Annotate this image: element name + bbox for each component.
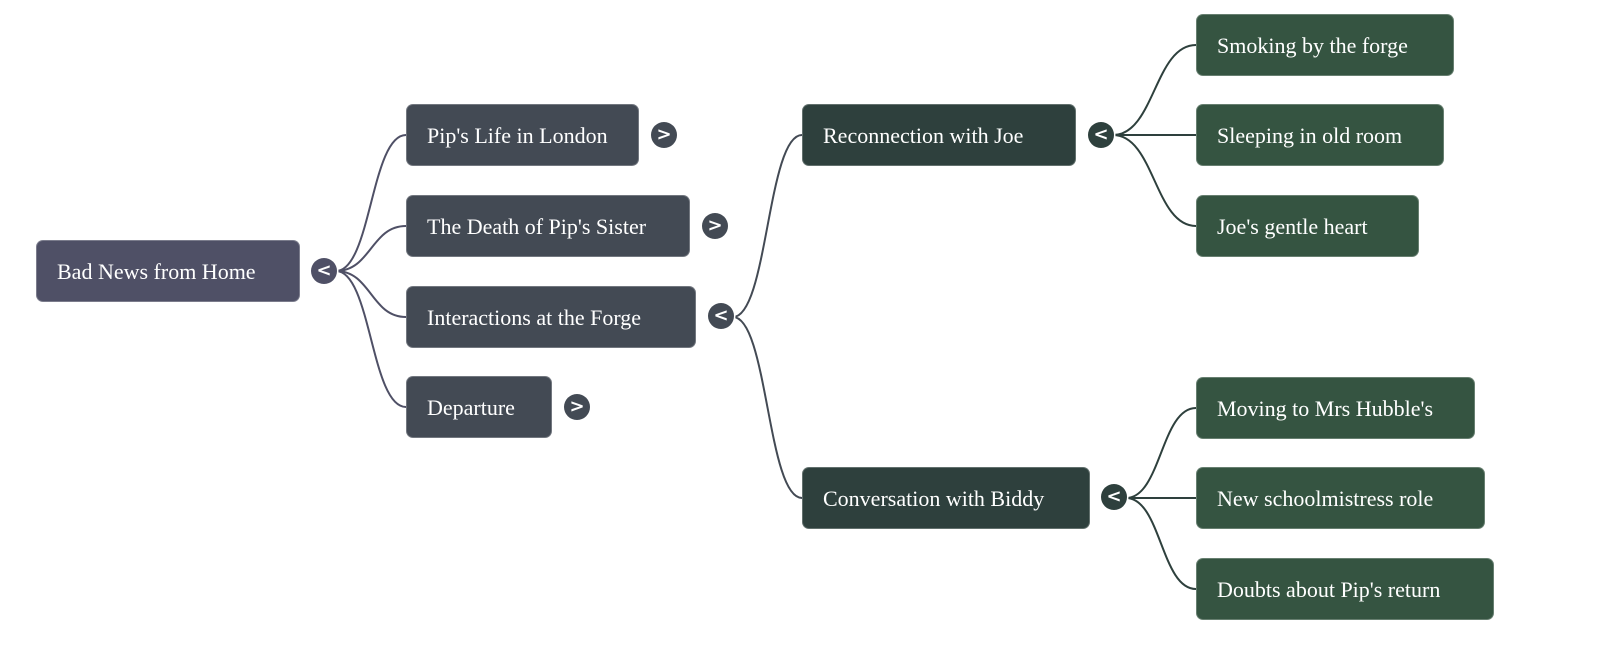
node-conversation-with-biddy[interactable]: Conversation with Biddy bbox=[802, 467, 1090, 529]
node-root[interactable]: Bad News from Home bbox=[36, 240, 300, 302]
node-joes-gentle-heart[interactable]: Joe's gentle heart bbox=[1196, 195, 1419, 257]
node-smoking-by-the-forge[interactable]: Smoking by the forge bbox=[1196, 14, 1454, 76]
node-reconnection-with-joe[interactable]: Reconnection with Joe bbox=[802, 104, 1076, 166]
node-pips-life-in-london[interactable]: Pip's Life in London bbox=[406, 104, 639, 166]
link-root-child bbox=[335, 134, 407, 272]
link-biddy-child bbox=[1125, 407, 1197, 499]
expand-toggle-icon[interactable]: > bbox=[564, 394, 590, 420]
node-death-of-pips-sister[interactable]: The Death of Pip's Sister bbox=[406, 195, 690, 257]
link-root-child bbox=[335, 270, 407, 318]
node-sleeping-in-old-room[interactable]: Sleeping in old room bbox=[1196, 104, 1444, 166]
link-forge-child bbox=[732, 134, 803, 318]
link-joe-child bbox=[1112, 44, 1197, 136]
node-new-schoolmistress-role[interactable]: New schoolmistress role bbox=[1196, 467, 1485, 529]
link-forge-child bbox=[732, 316, 803, 499]
collapse-toggle-icon[interactable]: < bbox=[708, 303, 734, 329]
expand-toggle-icon[interactable]: > bbox=[702, 213, 728, 239]
collapse-toggle-icon[interactable]: < bbox=[1101, 484, 1127, 510]
link-root-child bbox=[335, 225, 407, 272]
node-departure[interactable]: Departure bbox=[406, 376, 552, 438]
node-moving-to-mrs-hubbles[interactable]: Moving to Mrs Hubble's bbox=[1196, 377, 1475, 439]
node-interactions-at-the-forge[interactable]: Interactions at the Forge bbox=[406, 286, 696, 348]
node-doubts-about-pips-return[interactable]: Doubts about Pip's return bbox=[1196, 558, 1494, 620]
expand-toggle-icon[interactable]: > bbox=[651, 122, 677, 148]
link-root-child bbox=[335, 270, 407, 408]
link-biddy-child bbox=[1125, 497, 1197, 590]
link-joe-child bbox=[1112, 134, 1197, 227]
collapse-toggle-icon[interactable]: < bbox=[1088, 122, 1114, 148]
collapse-toggle-icon[interactable]: < bbox=[311, 258, 337, 284]
